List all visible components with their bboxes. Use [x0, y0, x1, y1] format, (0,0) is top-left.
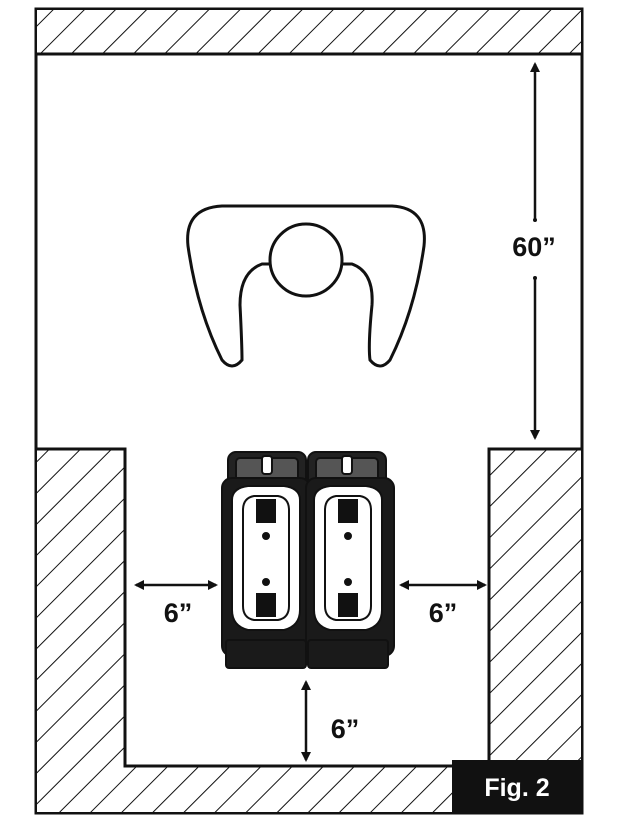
left-clearance-label: 6” [164, 598, 193, 628]
figure-label-box [452, 760, 582, 813]
person-icon [186, 204, 426, 368]
right-clearance-label: 6” [429, 598, 458, 628]
machine-unit-right [305, 451, 395, 669]
wall-hatch-top [37, 10, 581, 54]
alcove-outline [37, 447, 581, 768]
wall-hatch-right [489, 449, 581, 812]
figure-label: Fig. 2 [484, 774, 549, 802]
front-clearance-label: 6” [331, 714, 360, 744]
machine-unit-left [221, 451, 311, 669]
dimension-arrow-rear [530, 62, 540, 440]
rear-clearance-label: 60” [512, 232, 556, 262]
wall-hatch-left [37, 449, 125, 812]
wall-hatch-bottom [125, 766, 489, 812]
machine-icon [221, 451, 395, 669]
